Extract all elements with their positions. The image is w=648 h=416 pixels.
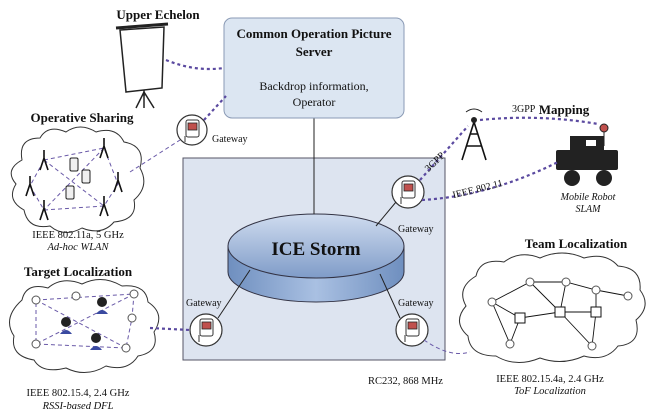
operative-gateway-link xyxy=(129,139,181,173)
team-anchors xyxy=(487,277,633,351)
target-cloud xyxy=(9,279,160,373)
gateway-tower-link xyxy=(419,125,469,181)
ice-storm-label: ICE Storm xyxy=(271,239,360,260)
gateway-label-target: Gateway xyxy=(186,298,222,309)
operative-towers xyxy=(25,138,123,221)
link-80211: IEEE 802.11 xyxy=(452,178,504,201)
gateway-icon-operative xyxy=(176,114,208,146)
robot-label-2: SLAM xyxy=(576,204,602,215)
gateway-label-operative: Gateway xyxy=(212,134,248,145)
target-persons xyxy=(60,297,108,350)
operative-handhelds xyxy=(65,157,91,200)
team-cloud xyxy=(459,252,646,363)
target-std: IEEE 802.15.4, 2.4 GHz xyxy=(27,388,130,399)
link-3gpp-right: 3GPP xyxy=(512,104,536,115)
target-storm-link xyxy=(217,269,251,319)
team-gateway-link xyxy=(423,339,471,354)
gateway-server-link xyxy=(203,95,227,121)
target-gateway-link xyxy=(149,326,191,332)
target-sensors xyxy=(31,289,139,353)
gateway-icon-target xyxy=(189,313,223,347)
mapping-storm-link xyxy=(375,201,397,227)
operative-cloud xyxy=(10,126,145,233)
gateway-icon-mapping xyxy=(391,175,425,209)
gateway-icon-team xyxy=(395,313,429,347)
operative-sharing-title: Operative Sharing xyxy=(31,110,134,125)
team-sub: ToF Localization xyxy=(514,386,586,397)
projector-screen-icon xyxy=(115,22,169,109)
mapping-title: Mapping xyxy=(539,102,590,117)
operative-sub: Ad-hoc WLAN xyxy=(47,242,110,253)
target-localization-title: Target Localization xyxy=(24,264,133,279)
upper-echelon-title: Upper Echelon xyxy=(116,7,200,22)
cop-server-box xyxy=(223,17,405,119)
rc-link-label: RC232, 868 MHz xyxy=(368,376,443,387)
echelon-link xyxy=(165,58,225,71)
cell-tower-icon xyxy=(461,108,487,161)
cop-desc-1: Backdrop information, xyxy=(259,79,368,93)
cop-server-title-2: Server xyxy=(296,44,333,59)
target-mesh xyxy=(35,293,135,349)
team-nodes xyxy=(514,306,602,324)
cop-server-title-1: Common Operation Picture xyxy=(236,26,391,41)
ice-storm-cylinder xyxy=(227,213,405,303)
team-std: IEEE 802.15.4a, 2.4 GHz xyxy=(496,374,604,385)
operative-std: IEEE 802.11a, 5 GHz xyxy=(32,230,124,241)
cop-desc-2: Operator xyxy=(293,95,336,109)
team-localization-title: Team Localization xyxy=(525,236,628,251)
tower-robot-link xyxy=(479,116,599,126)
team-storm-link xyxy=(379,273,401,319)
gateway-label-mapping: Gateway xyxy=(398,224,434,235)
gateway-label-team: Gateway xyxy=(398,298,434,309)
target-sub: RSSI-based DFL xyxy=(42,401,114,412)
mobile-robot-icon xyxy=(556,123,618,186)
robot-label-1: Mobile Robot xyxy=(560,192,616,203)
